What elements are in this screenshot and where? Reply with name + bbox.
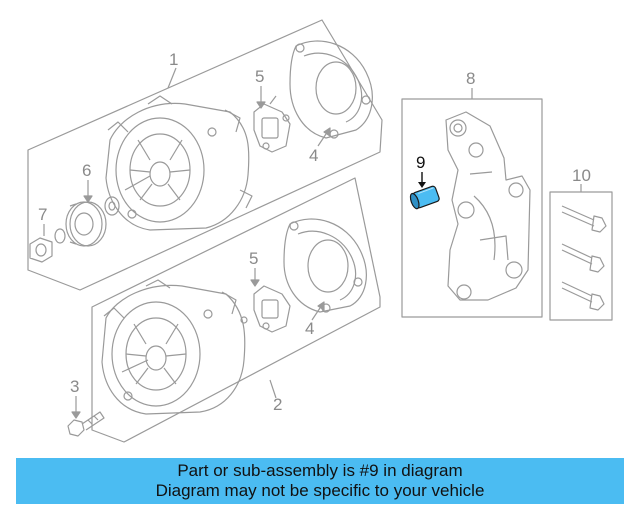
callout-2: 2 xyxy=(273,395,282,414)
callout-1: 1 xyxy=(169,50,178,69)
parts-diagram: 1 2 3 4 4 5 5 6 7 8 9 10 xyxy=(27,19,613,443)
banner-line-disclaimer: Diagram may not be specific to your vehi… xyxy=(155,481,485,500)
callout-4-upper: 4 xyxy=(309,146,318,165)
callout-5-upper: 5 xyxy=(255,67,264,86)
assembly-2-panel xyxy=(91,177,381,443)
alternator-lower xyxy=(101,279,246,415)
bolt-part-3 xyxy=(67,411,105,437)
rear-cover-lower-part-4 xyxy=(283,218,367,313)
callout-9: 9 xyxy=(416,153,425,172)
banner-line-part-number: Part or sub-assembly is #9 in diagram xyxy=(177,461,463,480)
callout-3: 3 xyxy=(70,377,79,396)
bolts-part-10 xyxy=(561,205,607,311)
callout-6: 6 xyxy=(82,161,91,180)
rear-cover-upper-part-4 xyxy=(289,40,373,139)
highlighted-part-9 xyxy=(409,172,440,210)
regulator-lower-part-5 xyxy=(240,285,291,333)
regulator-upper-part-5 xyxy=(253,95,291,153)
alternator-upper xyxy=(105,95,253,231)
callout-10: 10 xyxy=(572,166,591,185)
callout-4-lower: 4 xyxy=(305,319,314,338)
callout-8: 8 xyxy=(466,69,475,88)
callout-5-lower: 5 xyxy=(249,249,258,268)
info-banner: Part or sub-assembly is #9 in diagram Di… xyxy=(16,458,624,504)
mounting-bracket-part-8 xyxy=(445,111,531,301)
pulley-part-6 xyxy=(65,196,120,247)
callout-7: 7 xyxy=(38,205,47,224)
assembly-1-panel xyxy=(27,19,383,291)
bracket-panel xyxy=(401,98,543,318)
nut-part-7 xyxy=(29,228,66,263)
